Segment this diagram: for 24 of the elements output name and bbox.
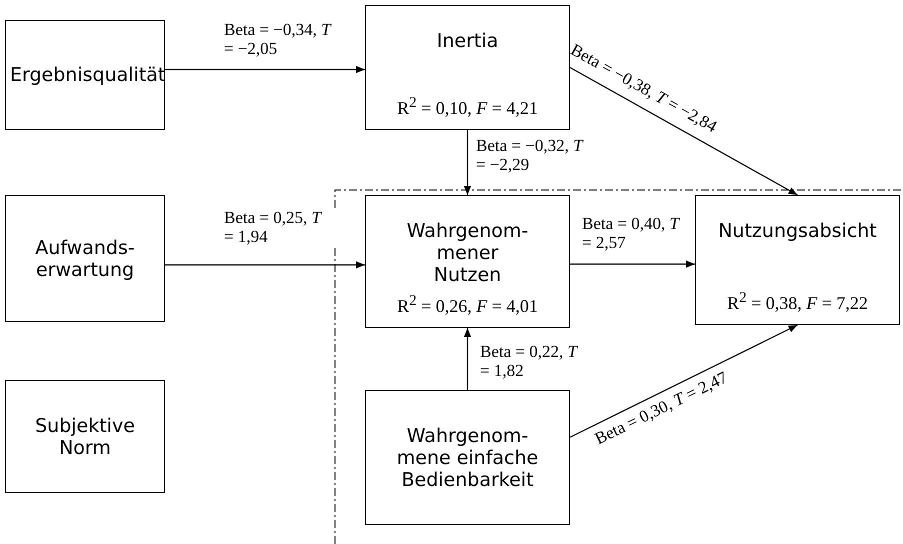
construct-name: Aufwands- erwartung [34, 236, 136, 280]
construct-name: Subjektive Norm [34, 414, 136, 458]
arrow [570, 66, 798, 196]
construct-box [5, 20, 165, 130]
construct-name: Inertia [436, 30, 498, 52]
arrow [570, 324, 798, 438]
construct-box [365, 5, 570, 130]
construct-box [5, 195, 165, 322]
construct-box [695, 195, 900, 325]
arrow [464, 130, 472, 195]
edge-label: Beta = 0,25, T = 1,94 [222, 208, 336, 246]
fit-statistics: R$^{2}$ = 0,26, F = 4,01 [397, 293, 538, 317]
arrow [464, 328, 472, 390]
arrow [165, 261, 365, 268]
construct-box [5, 380, 165, 493]
fit-statistics: R$^{2}$ = 0,38, F = 7,22 [727, 290, 868, 314]
construct-name: Wahrgenom- mener Nutzen [406, 220, 530, 286]
arrow [165, 66, 365, 74]
construct-name: Wahrgenom- mene einfache Bedienbarkeit [396, 424, 540, 490]
construct-box [365, 390, 570, 525]
construct-name: Nutzungsabsicht [718, 220, 877, 242]
arrow [570, 260, 695, 268]
fit-statistics: R$^{2}$ = 0,10, F = 4,21 [397, 95, 538, 119]
construct-box [365, 195, 570, 328]
